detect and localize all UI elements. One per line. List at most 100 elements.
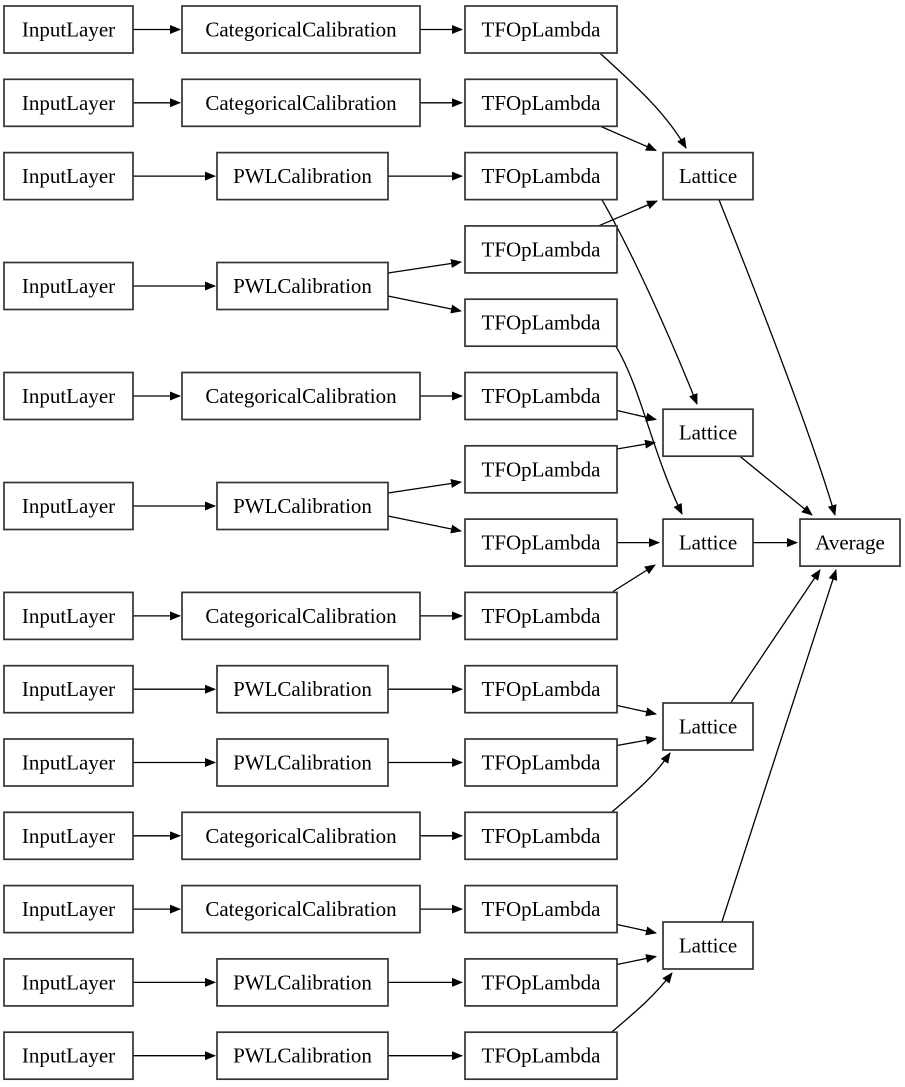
edge-lambda10-lattice4 bbox=[616, 704, 657, 717]
node-label: InputLayer bbox=[22, 164, 115, 188]
edge-calibration6-lambda7 bbox=[387, 479, 462, 494]
node-input-layer-9: InputLayer bbox=[3, 738, 134, 787]
node-box bbox=[662, 921, 754, 970]
node-box bbox=[216, 958, 389, 1007]
node-pwl-calibration-4: PWLCalibration bbox=[216, 261, 389, 311]
node-tf-op-lambda-7: TFOpLambda bbox=[464, 444, 618, 494]
node-box bbox=[464, 738, 618, 787]
node-label: TFOpLambda bbox=[482, 237, 602, 261]
node-box bbox=[662, 408, 754, 458]
node-label: InputLayer bbox=[22, 824, 115, 848]
node-label: PWLCalibration bbox=[233, 274, 372, 298]
node-tf-op-lambda-4: TFOpLambda bbox=[464, 225, 618, 274]
node-box bbox=[216, 481, 389, 531]
node-label: TFOpLambda bbox=[482, 18, 602, 42]
edge-lambda13-lattice5 bbox=[616, 923, 657, 936]
node-label: InputLayer bbox=[22, 897, 115, 921]
node-box bbox=[464, 811, 618, 861]
node-lattice-5: Lattice bbox=[662, 921, 754, 970]
node-label: InputLayer bbox=[22, 494, 115, 518]
node-label: TFOpLambda bbox=[482, 1044, 602, 1068]
node-box bbox=[3, 1031, 134, 1081]
node-box bbox=[3, 884, 134, 934]
node-tf-op-lambda-15: TFOpLambda bbox=[464, 1031, 618, 1081]
node-box bbox=[464, 518, 618, 567]
edge-lambda9-lattice3 bbox=[612, 564, 656, 593]
node-input-layer-3: InputLayer bbox=[3, 151, 134, 201]
node-input-layer-11: InputLayer bbox=[3, 884, 134, 934]
node-input-layer-8: InputLayer bbox=[3, 664, 134, 714]
node-label: InputLayer bbox=[22, 1044, 115, 1068]
node-label: TFOpLambda bbox=[482, 311, 602, 335]
node-pwl-calibration-8: PWLCalibration bbox=[216, 664, 389, 714]
node-input-layer-6: InputLayer bbox=[3, 481, 134, 531]
node-label: TFOpLambda bbox=[482, 751, 602, 775]
node-pwl-calibration-6: PWLCalibration bbox=[216, 481, 389, 531]
nodes-lattices: Lattice Lattice Lattice Lattice Lattice bbox=[662, 151, 754, 970]
node-label: Lattice bbox=[679, 164, 737, 188]
node-lattice-3: Lattice bbox=[662, 518, 754, 567]
node-label: TFOpLambda bbox=[482, 824, 602, 848]
node-box bbox=[3, 78, 134, 128]
node-box bbox=[181, 371, 421, 421]
node-label: PWLCalibration bbox=[233, 164, 372, 188]
node-pwl-calibration-3: PWLCalibration bbox=[216, 151, 389, 201]
node-tf-op-lambda-12: TFOpLambda bbox=[464, 811, 618, 861]
node-box bbox=[464, 444, 618, 494]
node-label: InputLayer bbox=[22, 18, 115, 42]
node-box bbox=[464, 78, 618, 128]
node-box bbox=[3, 5, 134, 54]
edges-lattice-to-average bbox=[718, 199, 838, 922]
node-label: Lattice bbox=[679, 531, 737, 555]
node-box bbox=[662, 518, 754, 567]
node-label: CategoricalCalibration bbox=[205, 91, 397, 115]
edge-lattice4-average bbox=[730, 569, 821, 703]
node-box bbox=[662, 702, 754, 751]
edge-lattice1-average bbox=[718, 199, 837, 516]
node-categorical-calibration-2: CategoricalCalibration bbox=[181, 78, 421, 128]
node-average: Average bbox=[799, 518, 901, 567]
node-input-layer-1: InputLayer bbox=[3, 5, 134, 54]
edge-lambda4-lattice1 bbox=[598, 200, 658, 227]
edge-lambda3-lattice2 bbox=[601, 199, 698, 405]
node-categorical-calibration-5: CategoricalCalibration bbox=[181, 371, 421, 421]
edge-lattice5-average bbox=[721, 569, 838, 922]
nodes-calibrations: CategoricalCalibration CategoricalCalibr… bbox=[181, 5, 421, 1081]
node-label: TFOpLambda bbox=[482, 384, 602, 408]
node-tf-op-lambda-3: TFOpLambda bbox=[464, 151, 618, 201]
node-box bbox=[3, 738, 134, 787]
node-label: CategoricalCalibration bbox=[205, 18, 397, 42]
node-label: TFOpLambda bbox=[482, 531, 602, 555]
node-box bbox=[464, 371, 618, 421]
node-input-layer-4: InputLayer bbox=[3, 261, 134, 311]
node-lattice-2: Lattice bbox=[662, 408, 754, 458]
node-box bbox=[216, 738, 389, 787]
node-pwl-calibration-12: PWLCalibration bbox=[216, 958, 389, 1007]
node-label: TFOpLambda bbox=[482, 970, 602, 994]
node-box bbox=[3, 371, 134, 421]
edge-lambda5-lattice3 bbox=[615, 346, 683, 515]
node-label: InputLayer bbox=[22, 751, 115, 775]
node-box bbox=[464, 151, 618, 201]
node-box bbox=[662, 151, 754, 201]
node-label: PWLCalibration bbox=[233, 677, 372, 701]
node-box bbox=[181, 5, 421, 54]
node-label: TFOpLambda bbox=[482, 91, 602, 115]
node-label: Lattice bbox=[679, 421, 737, 445]
node-label: TFOpLambda bbox=[482, 897, 602, 921]
node-box bbox=[216, 261, 389, 311]
node-lattice-1: Lattice bbox=[662, 151, 754, 201]
edge-lambda11-lattice4 bbox=[616, 735, 657, 747]
node-tf-op-lambda-8: TFOpLambda bbox=[464, 518, 618, 567]
node-label: TFOpLambda bbox=[482, 677, 602, 701]
node-box bbox=[3, 151, 134, 201]
node-box bbox=[3, 591, 134, 641]
node-label: InputLayer bbox=[22, 677, 115, 701]
edge-lambda12-lattice4 bbox=[611, 752, 671, 813]
node-input-layer-10: InputLayer bbox=[3, 811, 134, 861]
node-tf-op-lambda-14: TFOpLambda bbox=[464, 958, 618, 1007]
edges-lambda-to-lattice bbox=[598, 52, 698, 1033]
edge-calibration4-lambda5 bbox=[387, 295, 462, 314]
